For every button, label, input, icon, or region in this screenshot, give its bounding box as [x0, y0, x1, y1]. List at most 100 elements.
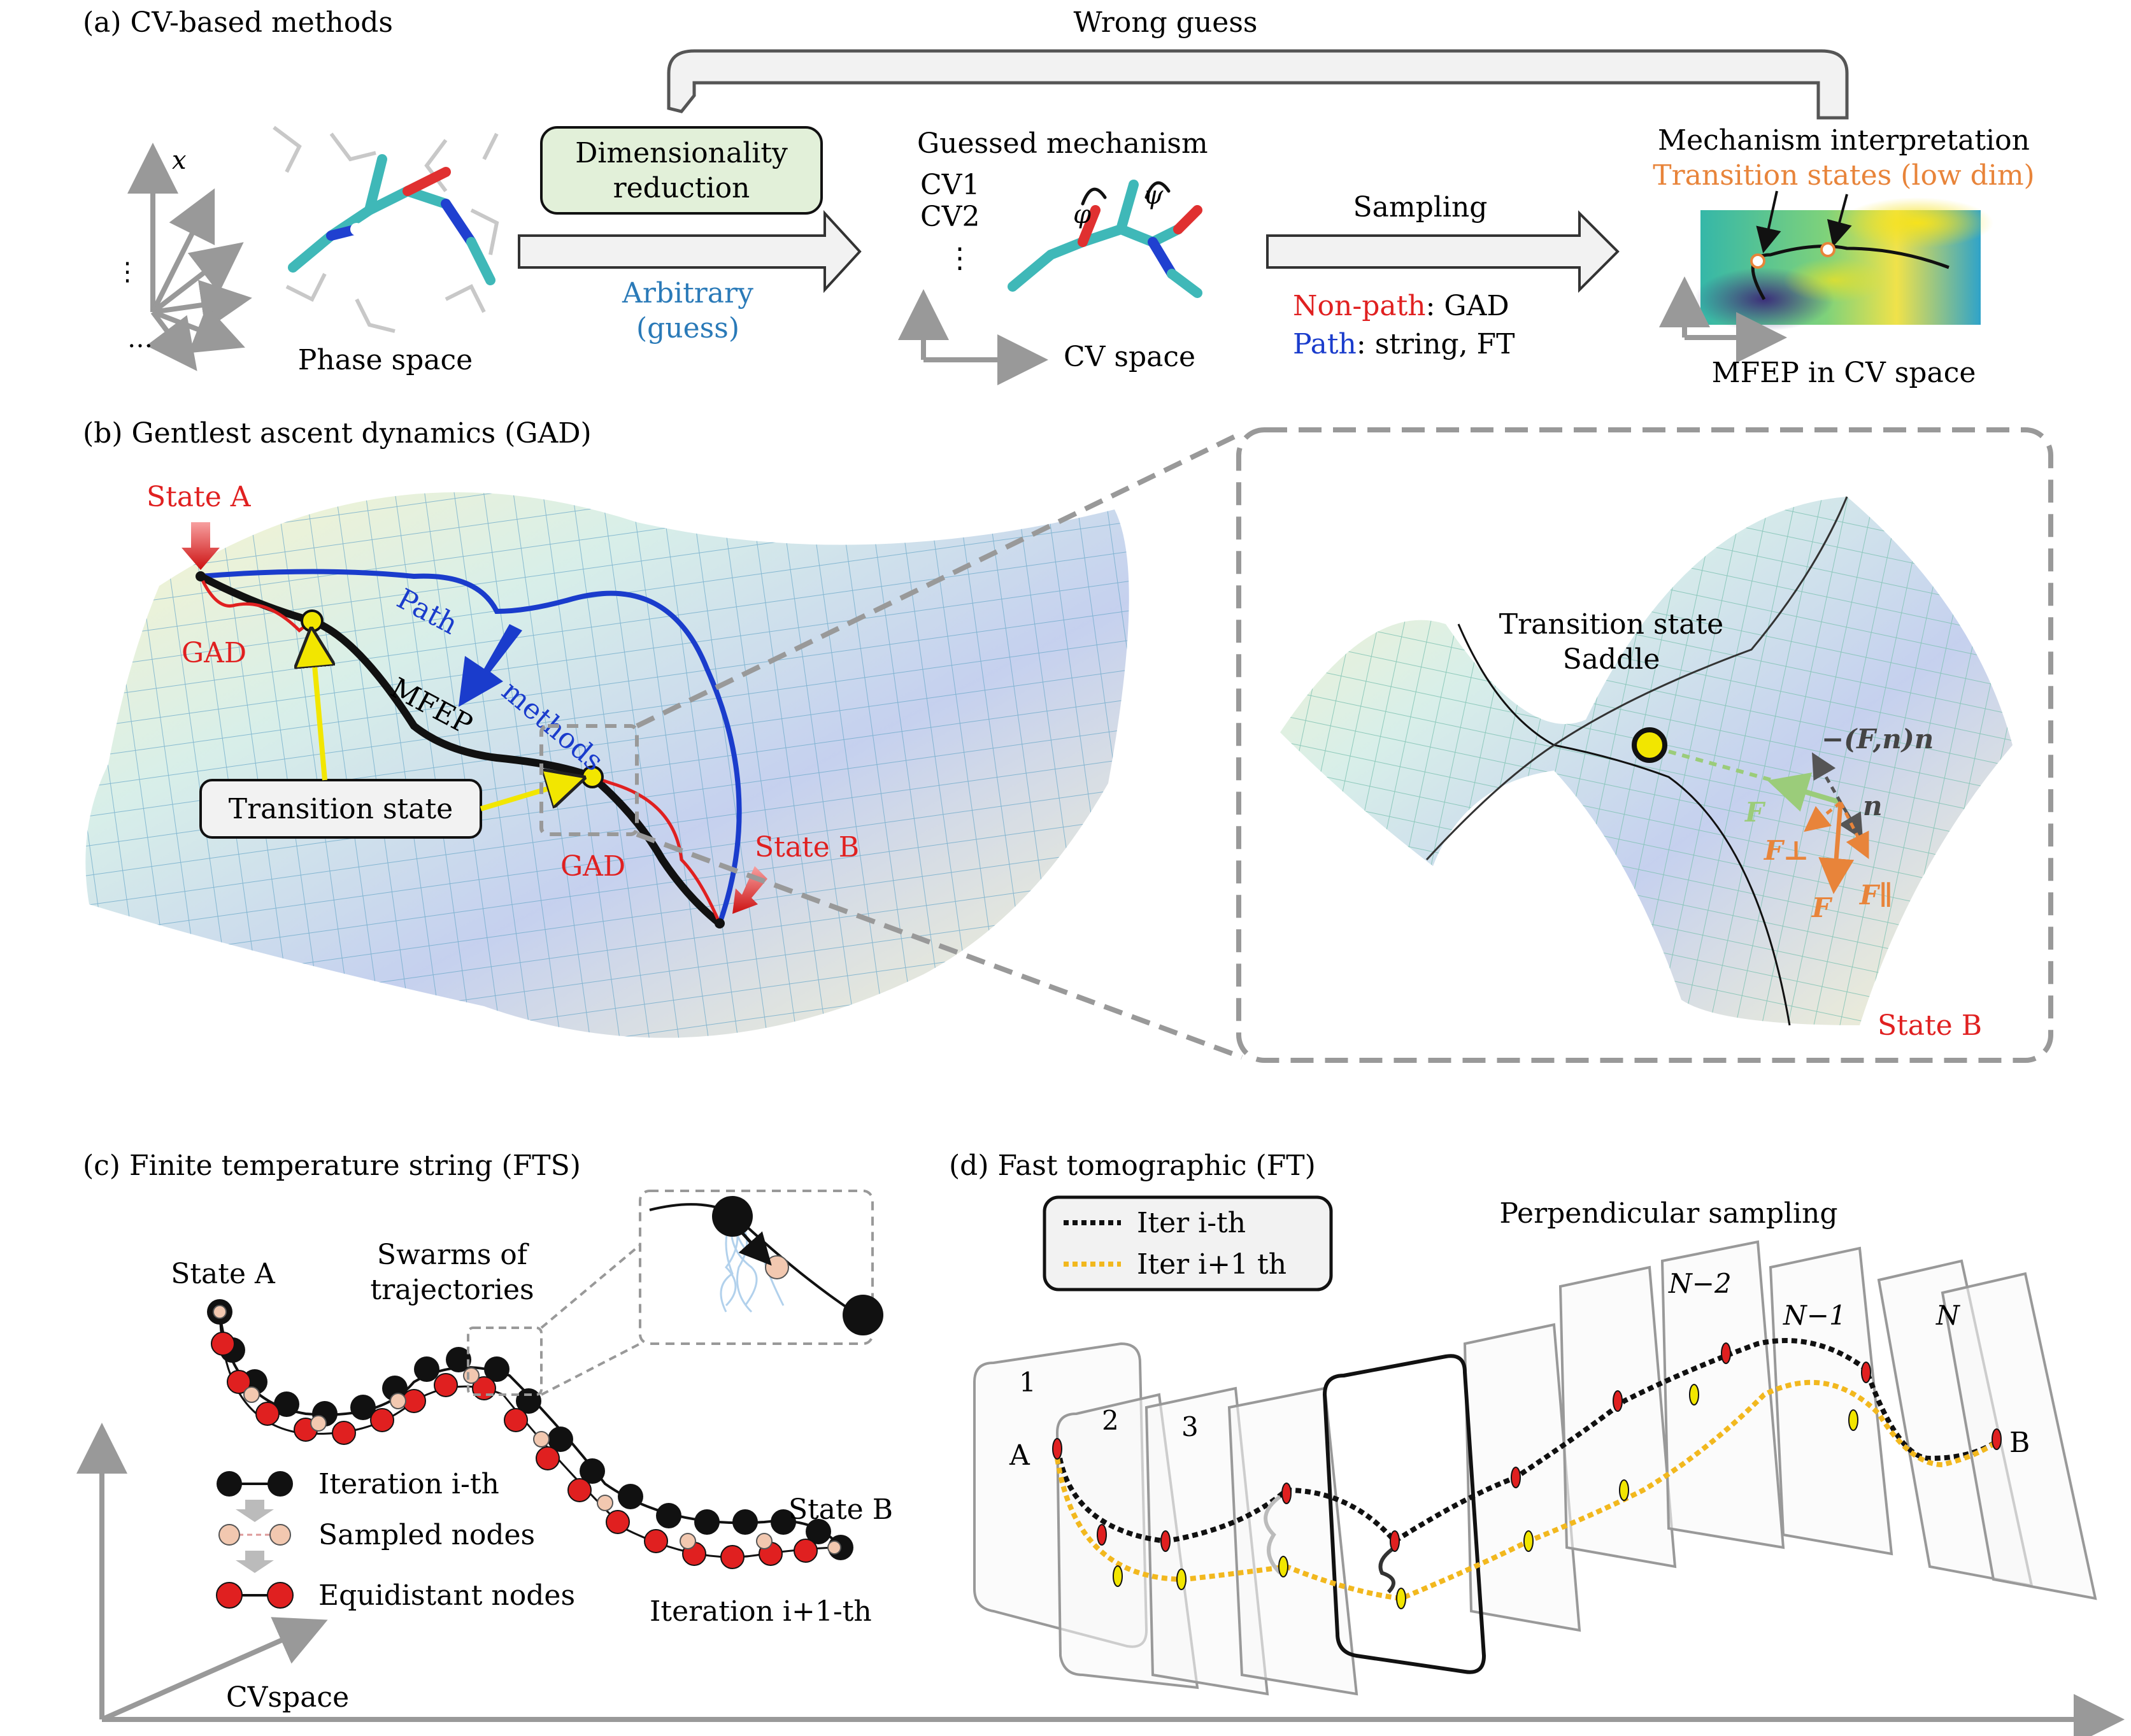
swarm-start-node [712, 1196, 753, 1237]
ts-node-1 [301, 609, 324, 632]
plane-label-n1: N−1 [1783, 1300, 1846, 1331]
ft-perp-sample-1 [1264, 1495, 1282, 1575]
cv1-label: CV1 [920, 169, 980, 201]
guessed-mechanism-label: Guessed mechanism [917, 127, 1208, 160]
cv-space-label: CV space [1064, 341, 1195, 373]
ft-legend-box [1043, 1195, 1333, 1291]
wrong-guess-arrow [667, 49, 1849, 120]
legend-iter-i1-text: Iter i+1 th [1137, 1248, 1286, 1281]
state-b-node [715, 918, 725, 928]
fts-legend: Iteration i-th Sampled nodes Equidistant… [216, 1468, 575, 1612]
F-perp-label: F⊥ [1764, 835, 1809, 866]
zoom-selector [539, 724, 639, 836]
fts-state-a-label: State A [171, 1258, 276, 1290]
force-F-vector [1767, 772, 1842, 812]
ft-iter-i-nodes [1052, 1342, 2002, 1552]
gad-label-2: GAD [560, 850, 625, 883]
cvspace-label: CVspace [226, 1681, 349, 1714]
gad-red-path-1 [199, 575, 313, 633]
path-methods-curve [200, 569, 742, 925]
panel-c-title: (c) Finite temperature string (FTS) [83, 1149, 581, 1182]
dim-reduction-line-2: reduction [613, 172, 750, 204]
swarms-label-1: Swarms of [377, 1239, 529, 1271]
legend-iter-i: Iteration i-th [318, 1468, 499, 1500]
path-line: Path: string, FT [1293, 328, 1515, 360]
guessed-mechanism-molecule-image [1008, 180, 1202, 298]
swarm-end-node [843, 1295, 883, 1335]
panel-b-title: (b) Gentlest ascent dynamics (GAD) [83, 417, 592, 450]
panel-b: (b) Gentlest ascent dynamics (GAD) State… [83, 417, 2053, 1063]
phase-axes-icon [127, 143, 252, 371]
proj-vector [1812, 752, 1842, 804]
nonpath-line: Non-path: GAD [1293, 290, 1509, 322]
wrong-guess-label: Wrong guess [1074, 6, 1258, 39]
arbitrary-label: Arbitrary [622, 277, 753, 309]
transition-state-label: Transition state [229, 793, 453, 825]
gad-label-1: GAD [182, 637, 246, 669]
mfep-cv-label: MFEP in CV space [1712, 357, 1976, 389]
axis-x-label: x [172, 146, 187, 175]
zoom-saddle-label: Saddle [1563, 643, 1660, 676]
zoom-state-b-label: State B [1878, 1009, 1982, 1042]
swarms-label-2: trajectories [370, 1274, 534, 1306]
saddle-ridge-line [1457, 623, 1791, 1026]
ft-a-label: A [1009, 1439, 1030, 1472]
ft-perp-sample-2 [1378, 1546, 1396, 1594]
dim-reduction-box [540, 126, 823, 215]
swarm-mean-node [765, 1255, 789, 1279]
perp-sampling-label: Perpendicular sampling [1499, 1197, 1837, 1230]
cv2-label: CV2 [920, 201, 980, 233]
F-bottom-label: F [1811, 892, 1833, 923]
state-a-arrow [182, 522, 220, 570]
ts-pointer-2 [480, 780, 576, 811]
phase-space-label: Phase space [298, 344, 473, 376]
n-label: n [1863, 790, 1883, 822]
proj-label: −(F,n)n [1821, 723, 1934, 755]
cv-axes-icon [898, 289, 1048, 385]
heatmap-axes-icon [1659, 276, 1787, 363]
ft-iter-i1-nodes [1113, 1384, 1858, 1609]
mech-interp-label: Mechanism interpretation [1658, 124, 2030, 157]
zoom-line-bottom [636, 832, 1243, 1060]
guess-label: (guess) [636, 312, 739, 345]
F-bottom-vector [1818, 802, 1855, 894]
highlighted-hyperplane [1322, 1354, 1486, 1674]
swarm-drift-arrow [738, 1228, 772, 1266]
state-b-label: State B [755, 831, 859, 864]
plane-label-n: N [1935, 1300, 1960, 1331]
arbitrary-arrow [518, 210, 862, 294]
phase-space-molecule-image [273, 125, 499, 333]
saddle-ts-node [1632, 727, 1667, 763]
state-a-label: State A [146, 481, 252, 513]
iter-i1-label: Iteration i+1-th [650, 1595, 872, 1628]
state-a-node [196, 571, 206, 581]
zoom-line-top [636, 430, 1243, 729]
panel-a: (a) CV-based methods Wrong guess x ⋮ … [83, 6, 2035, 389]
F-label: F [1744, 797, 1766, 828]
cv-dots: ⋮ [946, 242, 974, 274]
legend-iter-i-text: Iter i-th [1137, 1207, 1246, 1239]
legend-sampled: Sampled nodes [318, 1519, 535, 1551]
axis-dots-2: … [127, 324, 153, 353]
ft-iter-i1-path [1055, 1379, 2002, 1602]
ft-b-label: B [2009, 1427, 2030, 1459]
nonpath-rest: : GAD [1426, 290, 1509, 322]
sampled-nodes [213, 1305, 841, 1555]
swarm-zoom-line-2 [541, 1342, 641, 1396]
saddle-valley-line [1425, 496, 1848, 861]
panel-d-title: (d) Fast tomographic (FT) [949, 1149, 1316, 1182]
sampling-arrow [1266, 210, 1620, 293]
cv-space-axes [76, 1423, 2125, 1736]
psi-label: ψ [1143, 181, 1164, 210]
panel-c: (c) Finite temperature string (FTS) CVsp… [76, 1149, 2125, 1736]
path-word: Path [1293, 328, 1357, 360]
hyperplanes [973, 1240, 2097, 1696]
energy-surface-grid [85, 492, 1129, 1038]
nonpath-word: Non-path [1293, 290, 1426, 322]
free-energy-heatmap [1694, 190, 1993, 331]
zoom-ts-label: Transition state [1499, 608, 1723, 641]
sampling-label: Sampling [1353, 191, 1488, 224]
ft-iter-i-path [1055, 1338, 2002, 1545]
plane-label-3: 3 [1181, 1411, 1199, 1442]
legend-equidistant: Equidistant nodes [318, 1579, 575, 1612]
